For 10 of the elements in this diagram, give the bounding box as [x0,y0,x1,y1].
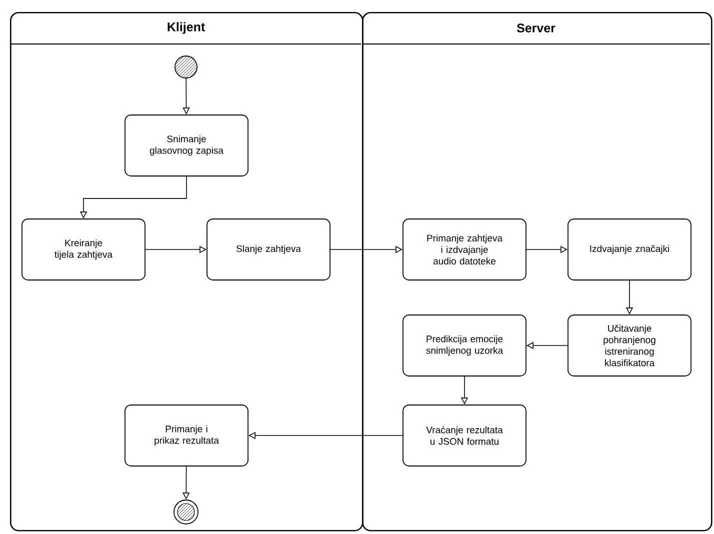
activity-box: Izdvajanje značajki [568,218,692,280]
activity-box: Vraćanje rezultata u JSON formatu [402,404,526,466]
activity-box: Predikcija emocije snimljenog uzorka [402,314,526,376]
activity-box: Primanje i prikaz rezultata [124,404,248,466]
start-node [174,56,198,78]
activity-box: Snimanje glasovnog zapisa [124,114,248,176]
activity-box: Primanje zahtjeva i izdvajanje audio datoteke [402,218,526,280]
activity-box: Slanje zahtjeva [206,218,330,280]
activity-box: Učitavanje pohranjenog istreniranog klasifikatora [568,314,692,376]
activity-box: Kreiranje tijela zahtjeva [22,218,146,280]
